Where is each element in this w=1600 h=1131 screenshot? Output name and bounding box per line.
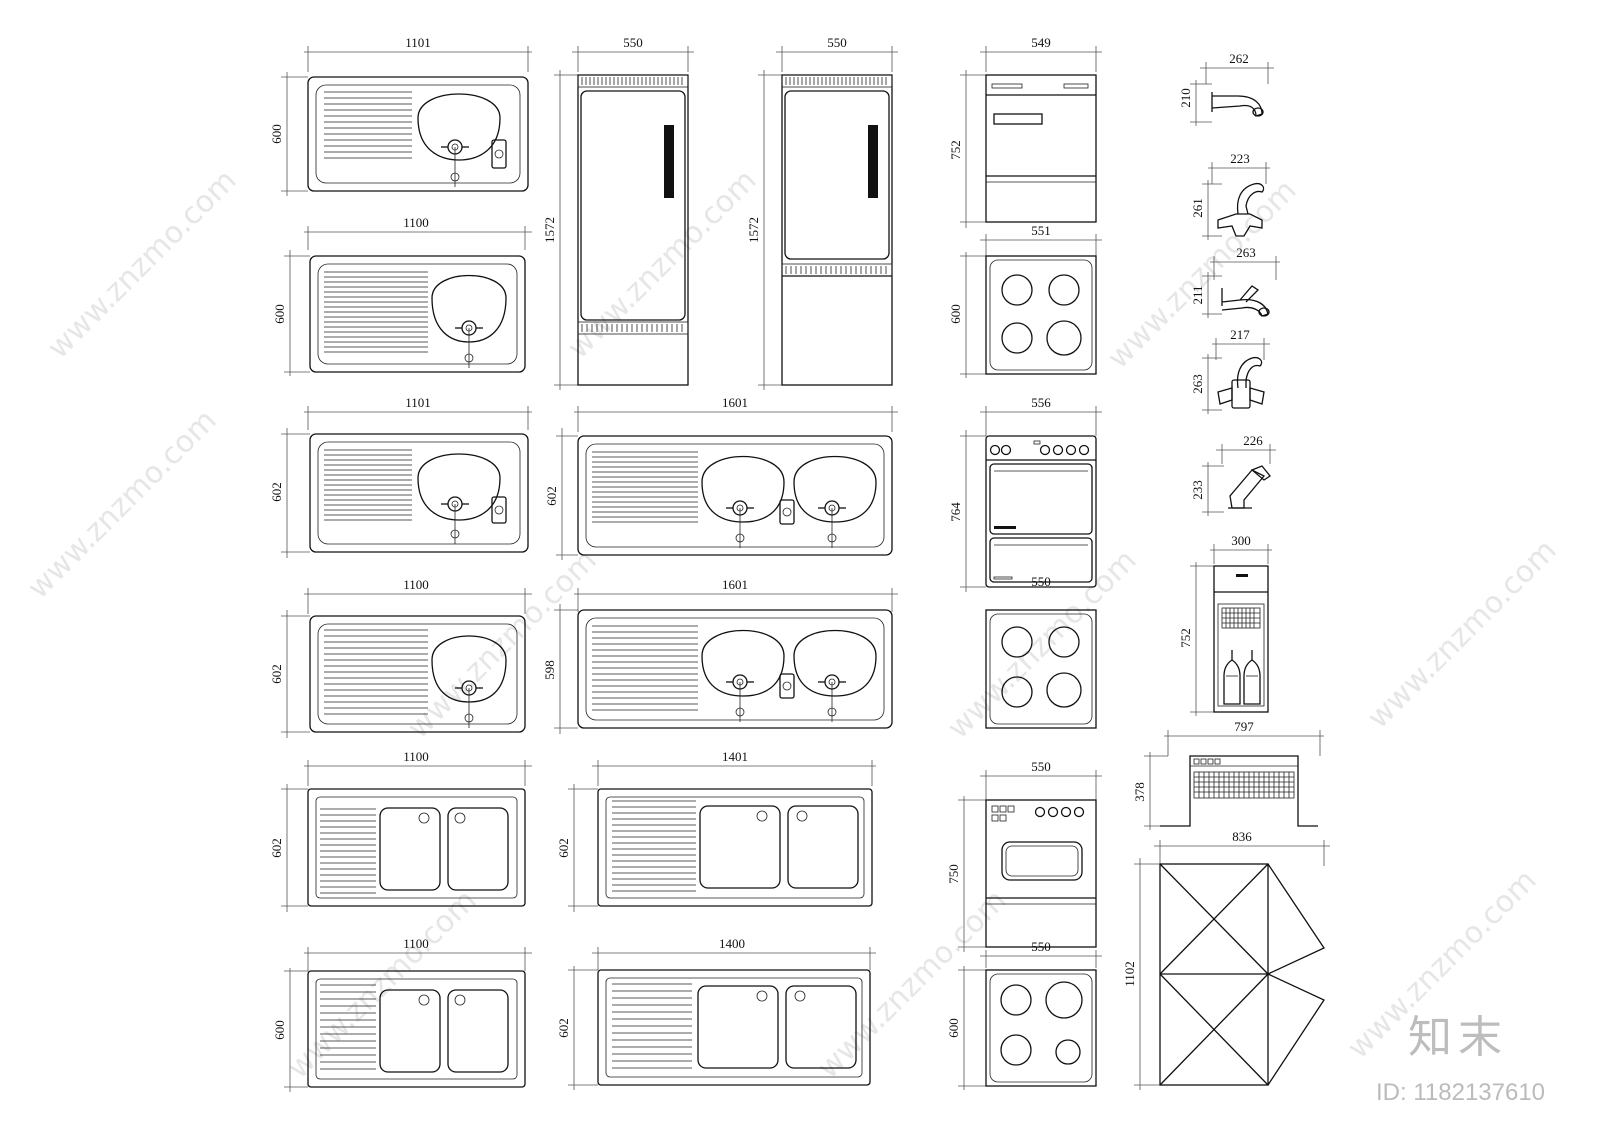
brand-logo: 知末	[1408, 1012, 1508, 1063]
sink-double-large-2: 1601 598	[542, 577, 898, 734]
dim-height: 764	[948, 502, 963, 522]
dim-height: 378	[1132, 782, 1147, 802]
watermark-layer: www.znzmo.com www.znzmo.com www.znzmo.co…	[21, 163, 1564, 1086]
dim-width: 226	[1243, 433, 1263, 448]
dim-width: 263	[1236, 245, 1256, 260]
dim-width: 300	[1231, 533, 1251, 548]
dim-height: 602	[269, 664, 284, 684]
dim-width: 262	[1229, 51, 1249, 66]
oven-1: 556 764	[948, 395, 1102, 592]
dim-height: 210	[1178, 88, 1193, 108]
dim-height: 602	[269, 482, 284, 502]
dim-width: 550	[827, 35, 847, 50]
dim-height: 752	[948, 140, 963, 160]
image-id-label: ID: 1182137610	[1376, 1079, 1545, 1106]
watermark-text: www.znzmo.com	[281, 883, 484, 1086]
dim-height: 600	[272, 304, 287, 324]
dim-width: 1100	[403, 577, 429, 592]
range-hood: 797 378	[1132, 719, 1324, 830]
dim-width: 1601	[722, 395, 748, 410]
faucet-5: 226 233	[1190, 433, 1276, 516]
watermark-text: www.znzmo.com	[21, 403, 224, 606]
dim-width: 797	[1234, 719, 1254, 734]
watermark-text: www.znzmo.com	[561, 163, 764, 366]
watermark-text: www.znzmo.com	[41, 163, 244, 366]
fridge-1: 550 1572	[542, 35, 694, 390]
dim-height: 602	[544, 486, 559, 506]
dim-width: 550	[1031, 759, 1051, 774]
dim-height: 211	[1190, 285, 1205, 304]
dim-width: 550	[1031, 574, 1051, 589]
dim-width: 550	[623, 35, 643, 50]
fridge-2: 550 1572	[746, 35, 898, 390]
dim-height: 1102	[1122, 961, 1137, 987]
dim-height: 602	[556, 838, 571, 858]
dim-width: 1101	[405, 35, 431, 50]
dishwasher: 549 752	[948, 35, 1102, 228]
dim-height: 600	[269, 124, 284, 144]
dim-height: 750	[946, 864, 961, 884]
dim-width: 1400	[719, 936, 745, 951]
sink-single-2: 1100 600	[272, 215, 532, 376]
dim-width: 217	[1230, 327, 1250, 342]
watermark-text: www.znzmo.com	[401, 543, 604, 746]
watermark-text: www.znzmo.com	[1361, 533, 1564, 736]
faucet-1: 262 210	[1178, 51, 1274, 126]
dim-height: 263	[1190, 374, 1205, 394]
dim-height: 261	[1190, 198, 1205, 218]
wine-cabinet: 300 752	[1178, 533, 1272, 716]
dim-height: 752	[1178, 628, 1193, 648]
dim-width: 1101	[405, 395, 431, 410]
faucet-3: 263 211	[1190, 245, 1280, 318]
dim-width: 551	[1031, 223, 1051, 238]
sink-double-square-2: 1400 602	[556, 936, 876, 1090]
dim-width: 223	[1230, 151, 1250, 166]
dim-height: 600	[948, 304, 963, 324]
dim-height: 1572	[542, 217, 557, 243]
dim-height: 233	[1190, 480, 1205, 500]
table-umbrella-plan: 836 1102	[1122, 829, 1330, 1090]
dim-width: 1100	[403, 749, 429, 764]
dim-height: 598	[542, 660, 557, 680]
dim-width: 549	[1031, 35, 1051, 50]
sink-double-bowl-1: 1100 602	[269, 749, 532, 912]
hob-1: 551 600	[948, 223, 1102, 378]
faucet-4: 217 263	[1190, 327, 1270, 414]
dim-width: 1100	[403, 936, 429, 951]
dim-width: 1100	[403, 215, 429, 230]
dim-width: 1601	[722, 577, 748, 592]
dim-width: 836	[1232, 829, 1252, 844]
sink-double-bowl-2: 1100 600	[272, 936, 532, 1092]
sink-single-1: 1101 600	[269, 35, 532, 196]
dim-width: 1401	[722, 749, 748, 764]
dim-height: 1572	[746, 217, 761, 243]
hob-3: 550 600	[946, 939, 1102, 1090]
sink-double-square-1: 1401 602	[556, 749, 876, 912]
faucet-2: 223 261	[1190, 151, 1270, 240]
oven-2: 550 750	[946, 759, 1102, 952]
dim-height: 600	[946, 1018, 961, 1038]
sink-single-3: 1101 602	[269, 395, 532, 558]
dim-height: 602	[556, 1018, 571, 1038]
sink-single-4: 1100 602	[269, 577, 532, 738]
watermark-text: www.znzmo.com	[811, 883, 1014, 1086]
hob-2: 550	[985, 574, 1097, 729]
dim-width: 556	[1031, 395, 1051, 410]
dim-height: 602	[269, 838, 284, 858]
dim-width: 550	[1031, 939, 1051, 954]
dim-height: 600	[272, 1020, 287, 1040]
sink-double-large-1: 1601 602	[544, 395, 898, 560]
